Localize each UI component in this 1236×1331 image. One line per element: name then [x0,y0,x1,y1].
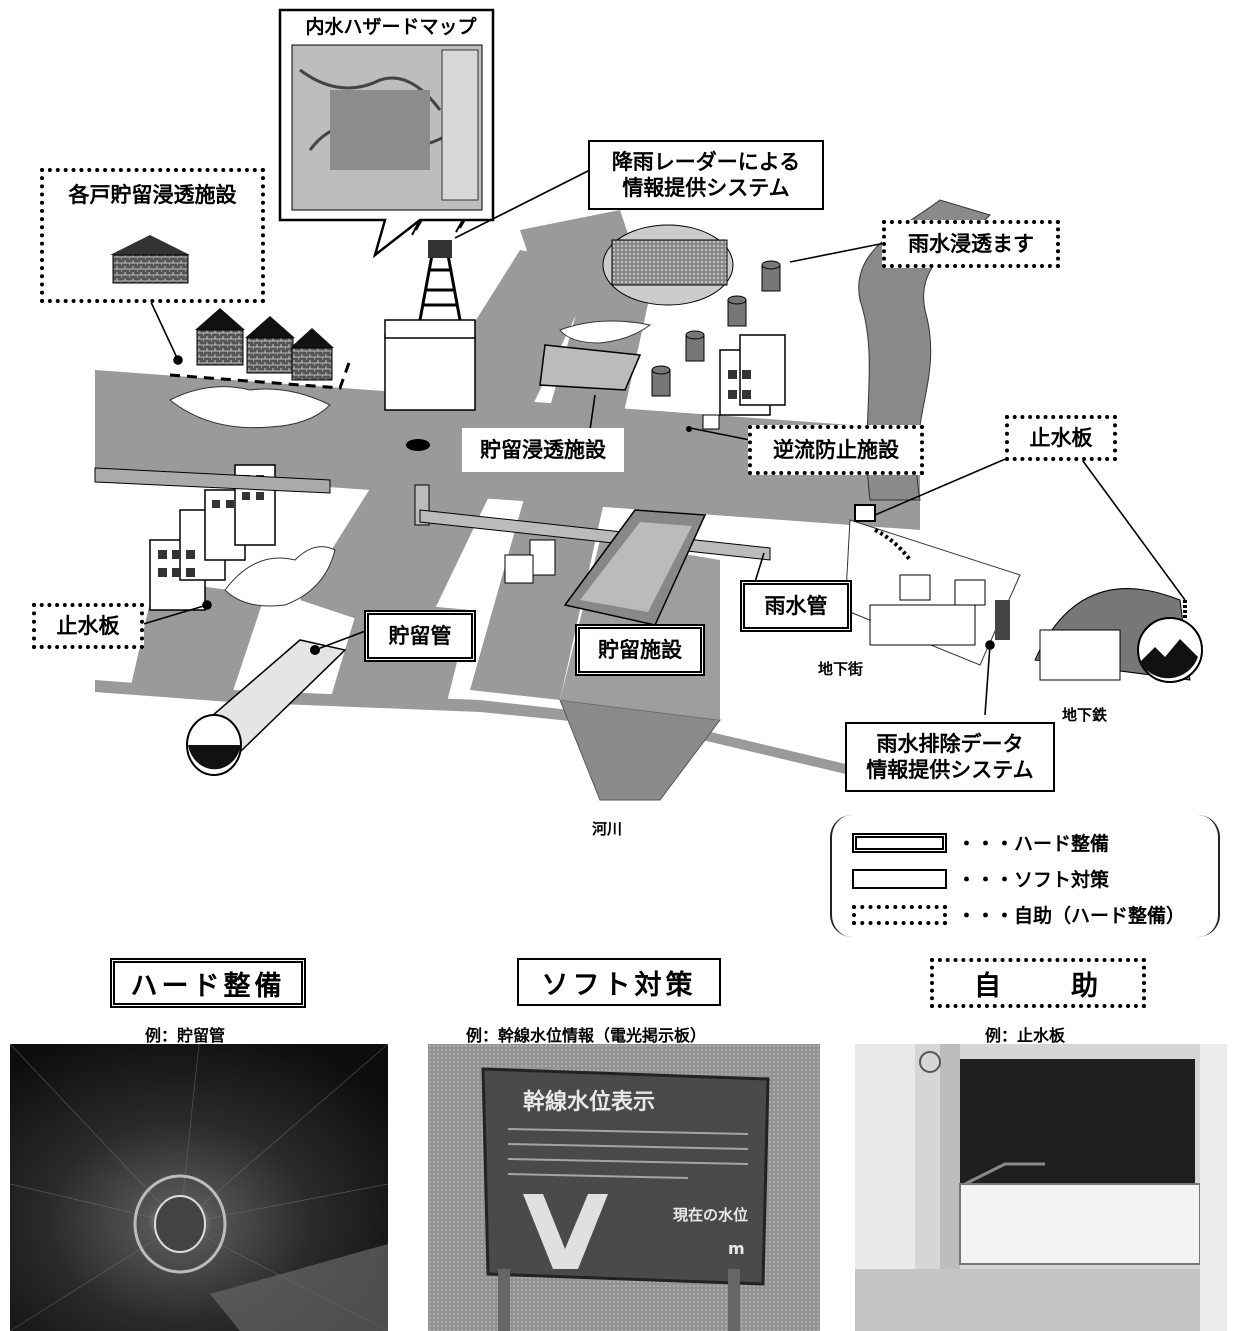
legend-hard-text: ・・・ハード整備 [957,829,1109,856]
legend-soft-text: ・・・ソフト対策 [957,865,1109,892]
category-self-2: 助 [1071,964,1102,1003]
drainage-data-line2: 情報提供システム [866,757,1033,783]
legend-soft: ・・・ソフト対策 [852,865,1109,892]
rain-radar-line2: 情報提供システム [622,175,789,201]
caption-self: 例：止水板 [985,1022,1065,1046]
category-hard: ハード整備 [110,958,306,1008]
legend-self: ・・・自助（ハード整備） [852,901,1185,928]
photo-water-level-sign: 幹線水位表示 現在の水位 m [428,1044,820,1331]
caption-soft: 例：幹線水位情報（電光掲示板） [466,1022,706,1046]
storage-pipe-photo-art [10,1044,388,1331]
storage-facility-label: 貯留施設 [575,624,705,676]
hazard-map-callout [280,10,493,255]
subway-label: 地下鉄 [1062,704,1107,725]
category-self: 自 助 [930,958,1146,1008]
legend: ・・・ハード整備 ・・・ソフト対策 ・・・自助（ハード整備） [830,815,1220,937]
flood-board-right-label: 止水板 [1005,415,1117,461]
household-storage-text: 各戸貯留浸透施設 [69,182,237,208]
photo-storage-pipe [10,1044,388,1331]
legend-self-swatch [852,905,947,925]
storage-infiltration-label: 貯留浸透施設 [462,428,624,472]
radar-building [385,214,475,410]
photo-flood-board [855,1044,1227,1331]
legend-self-text: ・・・自助（ハード整備） [957,901,1185,928]
underground-mall [845,505,1020,665]
sign-title-text: 幹線水位表示 [523,1084,655,1116]
hazard-map-title: 内水ハザードマップ [296,14,486,42]
legend-soft-swatch [852,869,947,889]
flood-board-left-label: 止水板 [32,603,144,649]
rain-radar-system-label: 降雨レーダーによる 情報提供システム [588,140,824,210]
category-soft: ソフト対策 [517,958,721,1006]
houses [170,308,350,388]
backflow-prevention-label: 逆流防止施設 [748,425,924,475]
caption-hard: 例：貯留管 [145,1022,225,1046]
legend-hard: ・・・ハード整備 [852,829,1109,856]
sign-unit-text: m [728,1239,745,1258]
rainwater-pipe-label: 雨水管 [740,580,852,632]
underground-mall-label: 地下街 [818,658,863,679]
flood-board-photo-art [855,1044,1227,1331]
legend-hard-swatch [852,833,947,853]
rain-radar-line1: 降雨レーダーによる [612,149,800,175]
river-label: 河川 [592,818,622,839]
category-self-1: 自 [974,964,1005,1003]
household-illustration [105,230,195,285]
sign-level-text: 現在の水位 [673,1204,748,1225]
drainage-data-system-label: 雨水排除データ 情報提供システム [845,722,1055,792]
subway-station [1035,589,1202,682]
drainage-data-line1: 雨水排除データ [877,731,1024,757]
storage-pipe-label: 貯留管 [364,610,476,662]
infiltration-basin-label: 雨水浸透ます [882,220,1060,268]
